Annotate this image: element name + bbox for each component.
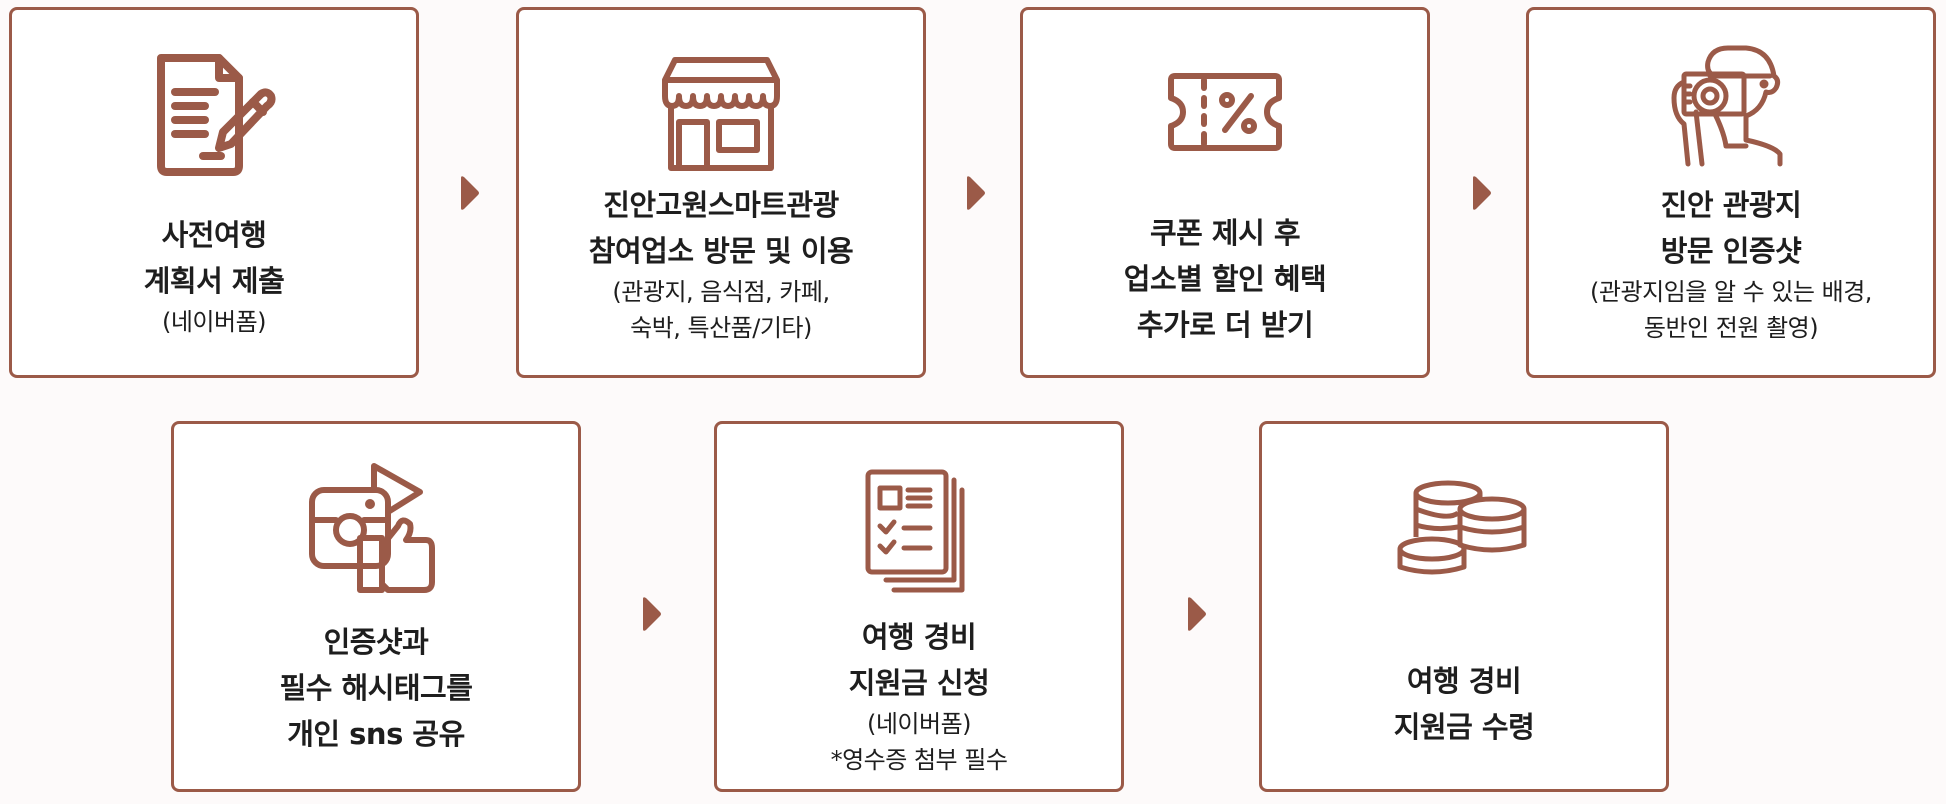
document-pen-icon <box>12 48 416 178</box>
step-subtitle: (관광지임을 알 수 있는 배경, <box>1590 278 1872 306</box>
step-title-line: 업소별 할인 혜택 <box>1123 262 1327 296</box>
step-title-line: 필수 해시태그를 <box>279 671 473 705</box>
arrow-right-icon <box>458 175 480 211</box>
step-title-line: 인증샷과 <box>323 625 429 659</box>
step-title-line: 참여업소 방문 및 이용 <box>588 234 854 268</box>
step-title-line: 사전여행 <box>161 218 267 252</box>
coins-stack-icon <box>1262 479 1666 583</box>
step-subtitle: 숙박, 특산품/기타) <box>630 314 812 342</box>
checklist-documents-icon <box>717 468 1121 594</box>
step-title-line: 계획서 제출 <box>143 264 285 298</box>
step-card-7: 여행 경비 지원금 수령 <box>1259 421 1669 792</box>
arrow-right-icon <box>964 175 986 211</box>
arrow-right-icon <box>1470 175 1492 211</box>
step-title-line: 진안 관광지 <box>1660 188 1802 222</box>
step-card-5: 인증샷과 필수 해시태그를 개인 sns 공유 <box>171 421 581 792</box>
step-title-line: 진안고원스마트관광 <box>603 188 839 222</box>
step-note: *영수증 첨부 필수 <box>830 746 1008 774</box>
step-subtitle: (네이버폼) <box>866 710 972 738</box>
step-subtitle: 동반인 전원 촬영) <box>1643 314 1819 342</box>
step-card-4: 진안 관광지 방문 인증샷 (관광지임을 알 수 있는 배경, 동반인 전원 촬… <box>1526 7 1936 378</box>
step-title-line: 지원금 신청 <box>848 666 990 700</box>
photographer-icon <box>1529 42 1933 172</box>
arrow-right-icon <box>640 596 662 632</box>
step-title-line: 추가로 더 받기 <box>1136 308 1314 342</box>
step-title-line: 여행 경비 <box>861 620 977 654</box>
step-card-6: 여행 경비 지원금 신청 (네이버폼) *영수증 첨부 필수 <box>714 421 1124 792</box>
social-share-icon <box>174 460 578 596</box>
step-card-1: 사전여행 계획서 제출 (네이버폼) <box>9 7 419 378</box>
arrow-right-icon <box>1185 596 1207 632</box>
step-subtitle: (네이버폼) <box>161 308 267 336</box>
step-title-line: 개인 sns 공유 <box>287 717 465 751</box>
step-card-3: 쿠폰 제시 후 업소별 할인 혜택 추가로 더 받기 <box>1020 7 1430 378</box>
step-subtitle: (관광지, 음식점, 카페, <box>612 278 830 306</box>
coupon-percent-icon <box>1023 72 1427 152</box>
step-title-line: 여행 경비 <box>1406 664 1522 698</box>
storefront-icon <box>519 54 923 172</box>
step-card-2: 진안고원스마트관광 참여업소 방문 및 이용 (관광지, 음식점, 카페, 숙박… <box>516 7 926 378</box>
step-title-line: 방문 인증샷 <box>1660 234 1802 268</box>
step-title-line: 지원금 수령 <box>1393 710 1535 744</box>
step-title-line: 쿠폰 제시 후 <box>1149 216 1301 250</box>
